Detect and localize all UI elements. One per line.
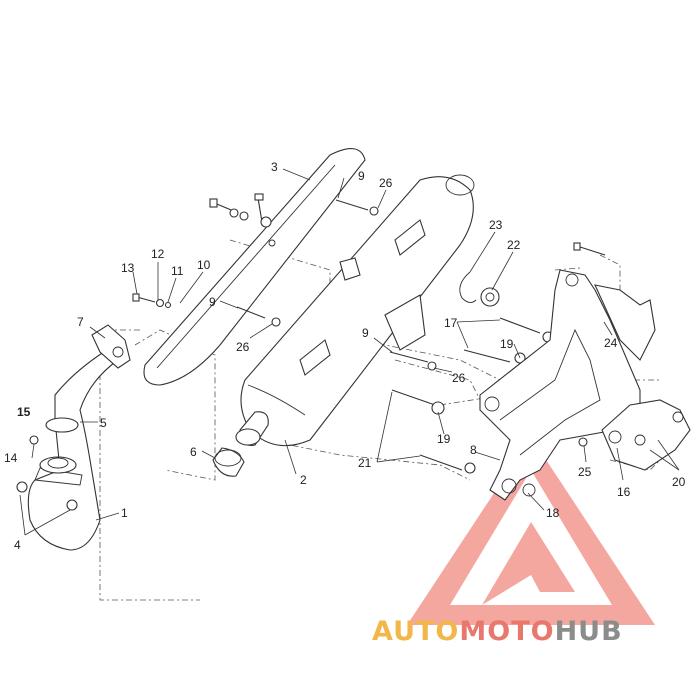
heat-shield (143, 148, 366, 386)
watermark-logo-text: AUTOMOTOHUB (372, 616, 623, 647)
callout-9b: 9 (358, 169, 365, 183)
callout-15: 15 (17, 405, 31, 419)
callout-9c: 9 (362, 326, 369, 340)
callout-19a: 19 (500, 337, 514, 351)
logo-hub: HUB (554, 616, 623, 647)
callout-22: 22 (507, 238, 521, 252)
callout-19b: 19 (437, 432, 451, 446)
callouts: 1 2 3 4 5 6 7 8 9 9 9 9 10 11 12 13 14 1… (4, 160, 686, 552)
callout-16: 16 (617, 485, 631, 499)
callout-14: 14 (4, 451, 18, 465)
callout-4: 4 (14, 538, 21, 552)
watermark-triangle (407, 437, 655, 625)
callout-3: 3 (271, 160, 278, 174)
mounting-bracket (479, 269, 656, 501)
rear-bracket (601, 399, 691, 471)
callout-26a: 26 (379, 176, 393, 190)
logo-moto: MOTO (459, 616, 555, 647)
callout-24: 24 (604, 336, 618, 350)
callout-13: 13 (121, 261, 135, 275)
callout-25: 25 (578, 465, 592, 479)
callout-11: 11 (171, 264, 184, 278)
callout-17: 17 (444, 316, 458, 330)
end-cap (212, 447, 245, 477)
manifold-pipe (27, 324, 131, 551)
callout-5: 5 (100, 416, 107, 430)
callout-9a: 9 (209, 295, 216, 309)
callout-1: 1 (121, 506, 128, 520)
hardware (16, 193, 607, 511)
leader-lines (19, 168, 680, 536)
callout-12: 12 (151, 247, 165, 261)
callout-26b: 26 (236, 340, 250, 354)
callout-26c: 26 (452, 371, 466, 385)
callout-18: 18 (546, 506, 560, 520)
silencer (235, 174, 475, 447)
callout-23: 23 (489, 218, 503, 232)
callout-6: 6 (190, 445, 197, 459)
callout-10: 10 (197, 258, 211, 272)
callout-21: 21 (358, 456, 372, 470)
callout-20: 20 (672, 475, 686, 489)
callout-7: 7 (77, 315, 84, 329)
callout-2: 2 (300, 473, 307, 487)
callout-8: 8 (470, 443, 477, 457)
logo-auto: AUTO (372, 616, 460, 647)
